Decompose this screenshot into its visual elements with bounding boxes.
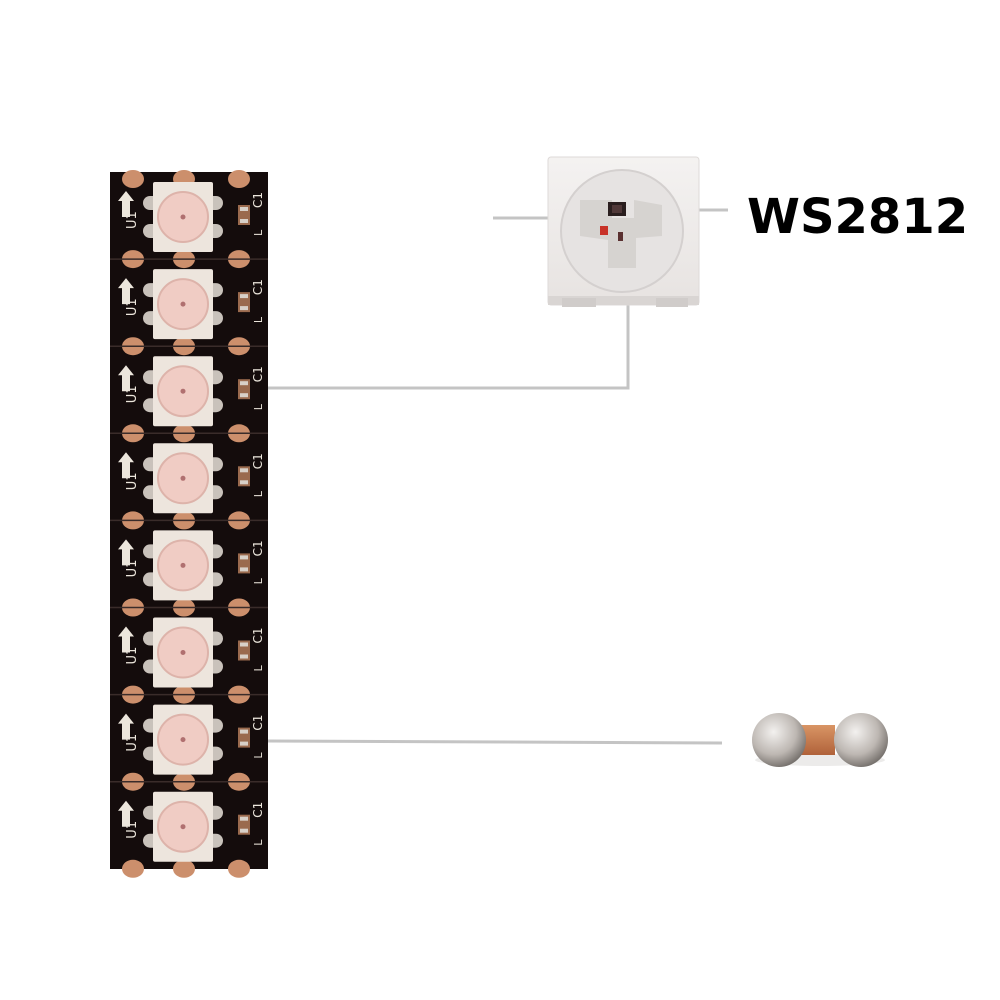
cap-footprint-end: [240, 816, 248, 821]
led-cell: U1 C1L: [118, 170, 265, 269]
silkscreen-cap-ref: C1: [251, 366, 265, 382]
chip-emitter-2: [618, 232, 623, 241]
cap-footprint-end: [240, 306, 248, 311]
ws2812-chip: [547, 156, 700, 307]
capacitor-end-left: [752, 713, 806, 767]
smd-capacitor: [752, 713, 888, 767]
cap-footprint-end: [240, 294, 248, 299]
silkscreen-led-ref: U1: [125, 473, 140, 491]
direction-arrow-icon: [118, 278, 134, 305]
silkscreen-pin-mark: L: [252, 839, 265, 846]
led-die: [180, 737, 186, 743]
direction-arrow-icon: [118, 365, 134, 392]
capacitor-end-right: [834, 713, 888, 767]
cap-footprint-end: [240, 654, 248, 659]
leader-line-capacitor: [267, 739, 723, 745]
silkscreen-pin-mark: L: [252, 229, 265, 236]
chip-lead-left: [562, 298, 596, 307]
chip-label: WS2812: [747, 189, 968, 245]
silkscreen-pin-mark: L: [252, 752, 265, 759]
chip-red-emitter: [600, 226, 608, 235]
cap-footprint-end: [240, 567, 248, 572]
silkscreen-cap-ref: C1: [251, 192, 265, 208]
direction-arrow-icon: [118, 539, 134, 566]
chip-die-inner: [612, 205, 622, 213]
led-die: [180, 824, 186, 830]
led-cell: U1 C1L: [110, 780, 268, 878]
cap-footprint-end: [240, 828, 248, 833]
led-cell: U1 C1L: [110, 693, 268, 791]
silkscreen-led-ref: U1: [125, 734, 140, 752]
silkscreen-cap-ref: C1: [251, 453, 265, 469]
silkscreen-led-ref: U1: [125, 560, 140, 578]
silkscreen-led-ref: U1: [125, 647, 140, 665]
silkscreen-cap-ref: C1: [251, 540, 265, 556]
led-die: [180, 562, 186, 568]
direction-arrow-icon: [118, 626, 134, 653]
cap-footprint-end: [240, 393, 248, 398]
led-cell: U1 C1L: [110, 606, 268, 704]
cap-footprint-end: [240, 207, 248, 211]
cap-footprint-end: [240, 468, 248, 473]
copper-pad: [122, 170, 144, 188]
led-cell: U1 C1L: [110, 345, 268, 443]
silkscreen-pin-mark: L: [252, 577, 265, 584]
copper-pad: [173, 859, 195, 878]
cap-footprint-end: [240, 555, 248, 560]
silkscreen-pin-mark: L: [252, 403, 265, 410]
copper-pad: [228, 859, 250, 878]
silkscreen-led-ref: U1: [125, 385, 140, 403]
led-die: [180, 650, 186, 655]
copper-pad: [228, 170, 250, 188]
silkscreen-pin-mark: L: [252, 665, 265, 672]
silkscreen-pin-mark: L: [252, 490, 265, 497]
cap-footprint-end: [240, 642, 248, 647]
silkscreen-cap-ref: C1: [251, 802, 265, 818]
chip-lead-right: [656, 298, 688, 307]
cap-footprint-end: [240, 480, 248, 485]
led-die: [180, 214, 186, 220]
silkscreen-cap-ref: C1: [251, 279, 265, 295]
cap-footprint-end: [240, 741, 248, 746]
copper-pad: [122, 859, 144, 878]
direction-arrow-icon: [118, 191, 134, 217]
silkscreen-pin-mark: L: [252, 316, 265, 323]
chip-bottom-edge: [548, 296, 699, 305]
led-die: [180, 301, 186, 307]
silkscreen-led-ref: U1: [125, 211, 140, 229]
silkscreen-cap-ref: C1: [251, 627, 265, 643]
silkscreen-led-ref: U1: [125, 298, 140, 316]
cap-footprint-end: [240, 729, 248, 734]
led-die: [180, 388, 186, 394]
led-cell: U1 C1L: [110, 519, 268, 617]
silkscreen-led-ref: U1: [125, 821, 140, 839]
direction-arrow-icon: [118, 713, 134, 740]
direction-arrow-icon: [118, 452, 134, 479]
cap-footprint-end: [240, 381, 248, 386]
led-die: [180, 475, 186, 481]
led-cell: U1 C1L: [110, 432, 268, 530]
direction-arrow-icon: [118, 800, 134, 827]
cap-footprint-end: [240, 219, 248, 223]
silkscreen-cap-ref: C1: [251, 715, 265, 731]
